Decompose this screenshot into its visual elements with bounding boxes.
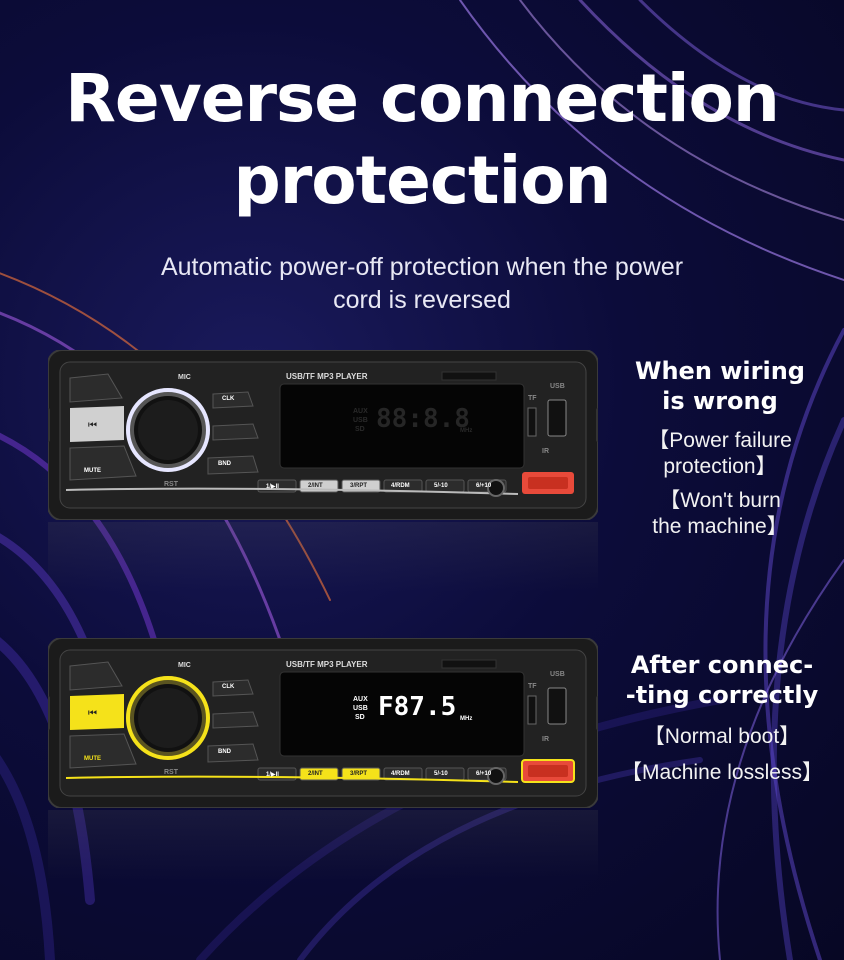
preset-3-button[interactable]: 3/RPT xyxy=(350,771,368,777)
tf-label: TF xyxy=(528,683,537,690)
correct-item-1: 【Normal boot】 xyxy=(643,725,801,748)
preset-3-button[interactable]: 3/RPT xyxy=(350,483,368,489)
preset-4-button[interactable]: 4/RDM xyxy=(391,771,410,777)
display-frequency: F87.5 xyxy=(378,692,457,722)
wrong-item-1a: 【Power failure xyxy=(648,429,792,452)
mic-label: MIC xyxy=(178,662,191,669)
display-sd: SD xyxy=(355,714,365,721)
mute-button[interactable]: MUTE xyxy=(84,756,101,762)
display-aux: AUX xyxy=(353,408,368,415)
clk-button[interactable]: CLK xyxy=(222,396,235,402)
bnd-button[interactable]: BND xyxy=(218,749,231,755)
mute-button[interactable]: MUTE xyxy=(84,468,101,474)
preset-4-button[interactable]: 4/RDM xyxy=(391,483,410,489)
mic-label: MIC xyxy=(178,374,191,381)
preset-5-button[interactable]: 5/-10 xyxy=(434,483,448,489)
rst-label: RST xyxy=(164,769,178,776)
correct-item-2: 【Machine lossless】 xyxy=(621,761,823,784)
model-label: USB/TF MP3 PLAYER xyxy=(286,660,368,669)
correct-wiring-panel: After connec- -ting correctly 【Normal bo… xyxy=(606,650,838,786)
wrong-item-2a: 【Won't burn xyxy=(659,489,781,512)
preset-1-button[interactable]: 1/▶II xyxy=(266,484,279,490)
subtitle-line1: Automatic power-off protection when the … xyxy=(160,253,684,281)
tf-label: TF xyxy=(528,395,537,402)
display-mhz: MHz xyxy=(460,428,473,434)
display-digits-off: 88:8.8 xyxy=(376,404,470,434)
preset-2-button[interactable]: 2/INT xyxy=(308,483,323,489)
page-title-line1: Reverse connection xyxy=(65,60,780,137)
clk-button[interactable]: CLK xyxy=(222,684,235,690)
svg-text:⏮: ⏮ xyxy=(88,420,97,431)
radio-reflection xyxy=(48,522,598,592)
preset-1-button[interactable]: 1/▶II xyxy=(266,772,279,778)
ir-label: IR xyxy=(542,448,549,455)
preset-5-button[interactable]: 5/-10 xyxy=(434,771,448,777)
model-label: USB/TF MP3 PLAYER xyxy=(286,372,368,381)
rst-label: RST xyxy=(164,481,178,488)
preset-2-button[interactable]: 2/INT xyxy=(308,771,323,777)
page-title-line2: protection xyxy=(233,142,611,219)
display-mhz: MHz xyxy=(460,716,473,722)
car-radio-powered: ⏮ USB/TF MP3 PLAYER MIC RST USB TF IR CL… xyxy=(48,638,598,808)
usb-label: USB xyxy=(550,671,565,678)
wrong-item-2b: the machine】 xyxy=(652,515,788,538)
display-aux: AUX xyxy=(353,696,368,703)
car-radio-unpowered: ⏮ USB/TF MP3 PLAYER M xyxy=(48,350,598,520)
wrong-wiring-panel: When wiring is wrong 【Power failure prot… xyxy=(620,356,820,540)
correct-wiring-heading-1: After connec- xyxy=(630,651,814,679)
correct-wiring-heading-2: -ting correctly xyxy=(625,681,819,709)
wrong-wiring-heading-2: is wrong xyxy=(662,387,778,415)
usb-label: USB xyxy=(550,383,565,390)
radio-reflection xyxy=(48,810,598,880)
wrong-wiring-heading-1: When wiring xyxy=(634,357,805,385)
display-usb: USB xyxy=(353,417,368,424)
preset-6-button[interactable]: 6/+10 xyxy=(476,771,492,777)
wrong-item-1b: protection】 xyxy=(663,455,777,478)
svg-text:⏮: ⏮ xyxy=(88,708,97,719)
display-usb: USB xyxy=(353,705,368,712)
subtitle-line2: cord is reversed xyxy=(333,286,511,314)
display-sd: SD xyxy=(355,426,365,433)
bnd-button[interactable]: BND xyxy=(218,461,231,467)
ir-label: IR xyxy=(542,736,549,743)
preset-6-button[interactable]: 6/+10 xyxy=(476,483,492,489)
